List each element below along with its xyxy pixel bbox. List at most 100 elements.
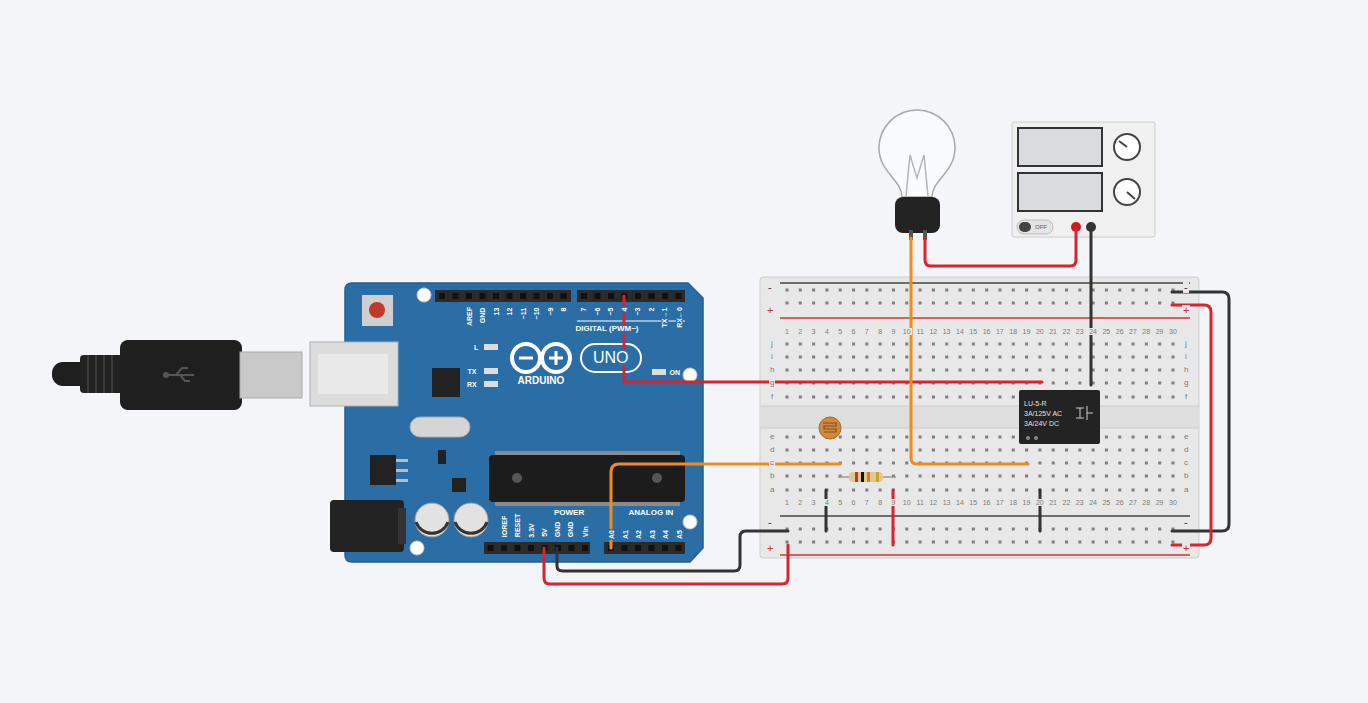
breadboard-hole <box>932 489 935 492</box>
header-socket <box>649 293 655 299</box>
rail-hole <box>972 541 975 544</box>
breadboard-hole <box>786 449 789 452</box>
rail-line-negative <box>780 515 1190 517</box>
ground-wire <box>557 531 788 571</box>
breadboard-hole <box>1158 382 1161 385</box>
rail-hole <box>932 528 935 531</box>
rail-hole <box>1118 528 1121 531</box>
breadboard-hole <box>812 356 815 359</box>
breadboard-hole <box>1038 356 1041 359</box>
breadboard-hole <box>892 356 895 359</box>
supply-switch <box>1017 220 1053 234</box>
lamp-base <box>895 197 940 233</box>
breadboard-hole <box>852 489 855 492</box>
rail-hole <box>865 528 868 531</box>
pin-label: A4 <box>661 529 668 540</box>
column-number: 6 <box>851 328 857 335</box>
column-number: 12 <box>928 499 938 506</box>
breadboard-hole <box>998 356 1001 359</box>
rail-hole <box>799 541 802 544</box>
rail-hole <box>852 541 855 544</box>
led-label: TX <box>467 368 478 375</box>
rail-hole <box>865 541 868 544</box>
column-number: 8 <box>877 499 883 506</box>
header-socket <box>439 293 445 299</box>
breadboard-hole <box>1065 343 1068 346</box>
rail-wire <box>1172 292 1229 531</box>
breadboard-hole <box>959 356 962 359</box>
breadboard-hole <box>1025 356 1028 359</box>
rail-hole <box>985 302 988 305</box>
rail-hole <box>919 528 922 531</box>
rail-hole <box>786 289 789 292</box>
breadboard-hole <box>1065 356 1068 359</box>
column-number: 7 <box>864 499 870 506</box>
breadboard-hole <box>825 343 828 346</box>
breadboard-hole <box>1118 475 1121 478</box>
relay-pin <box>1026 436 1030 440</box>
breadboard-hole <box>998 449 1001 452</box>
column-number: 7 <box>864 328 870 335</box>
resistor-band <box>876 472 879 482</box>
column-number: 25 <box>1101 328 1111 335</box>
column-number: 1 <box>784 499 790 506</box>
column-number: 9 <box>890 328 896 335</box>
row-letter: c <box>1183 459 1189 467</box>
breadboard-hole <box>1092 462 1095 465</box>
rail-hole <box>839 289 842 292</box>
rail-hole <box>1145 289 1148 292</box>
rail-hole <box>879 528 882 531</box>
column-number: 27 <box>1128 499 1138 506</box>
breadboard-hole <box>985 449 988 452</box>
led <box>484 381 498 387</box>
header-socket <box>507 293 513 299</box>
smd-part <box>438 450 446 464</box>
rail-hole <box>919 541 922 544</box>
column-number: 5 <box>837 499 843 506</box>
row-letter: h <box>769 366 775 374</box>
breadboard-hole <box>972 475 975 478</box>
breadboard-hole <box>1171 396 1174 399</box>
breadboard-hole <box>1132 356 1135 359</box>
breadboard-hole <box>1065 449 1068 452</box>
breadboard-hole <box>852 436 855 439</box>
breadboard-hole <box>1065 462 1068 465</box>
rail-sign: - <box>767 517 773 528</box>
resistor-band <box>855 472 858 482</box>
rail-hole <box>1158 541 1161 544</box>
switch-toggle <box>1019 222 1031 232</box>
breadboard-hole <box>972 356 975 359</box>
header-socket <box>528 545 534 551</box>
breadboard-hole <box>892 449 895 452</box>
rail-hole <box>919 302 922 305</box>
rail-line-positive <box>780 317 1190 319</box>
breadboard-hole <box>919 343 922 346</box>
column-number: 8 <box>877 328 883 335</box>
rail-hole <box>799 302 802 305</box>
breadboard-hole <box>1012 396 1015 399</box>
column-number: 26 <box>1115 328 1125 335</box>
pin-label: ~9 <box>547 306 554 316</box>
breadboard-hole <box>1105 475 1108 478</box>
breadboard-hole <box>919 449 922 452</box>
rail-hole <box>1052 302 1055 305</box>
breadboard-hole <box>1038 343 1041 346</box>
breadboard-hole <box>945 449 948 452</box>
pin-label: 8 <box>560 306 567 312</box>
breadboard-hole <box>786 396 789 399</box>
breadboard-hole <box>1145 462 1148 465</box>
breadboard-hole <box>1078 462 1081 465</box>
pin-label: 7 <box>580 306 587 312</box>
breadboard-hole <box>1092 449 1095 452</box>
breadboard-hole <box>1171 489 1174 492</box>
column-number: 16 <box>982 328 992 335</box>
row-letter: g <box>1183 379 1189 387</box>
model-label: UNO <box>592 350 630 366</box>
breadboard-hole <box>919 475 922 478</box>
rail-line-negative <box>780 282 1190 284</box>
breadboard-hole <box>905 343 908 346</box>
jumper-wire <box>825 490 828 531</box>
rail-hole <box>1078 541 1081 544</box>
